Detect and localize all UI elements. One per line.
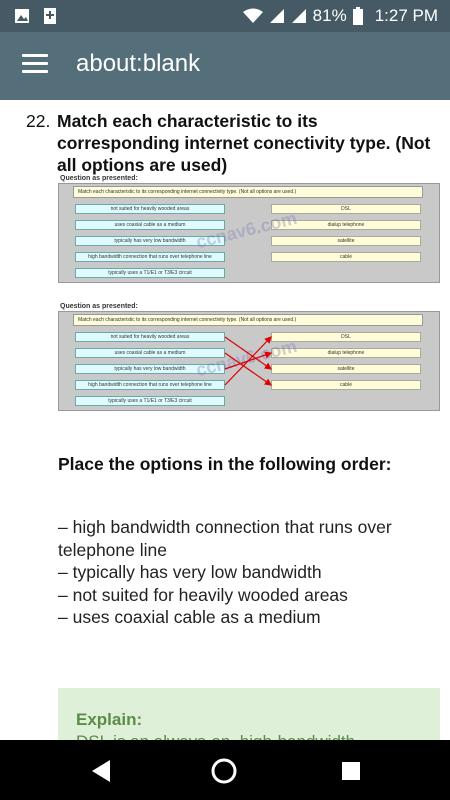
instruction-bar: Match each characteristic to its corresp… (73, 186, 423, 198)
option-item: not suited for heavily wooded areas (75, 332, 225, 342)
wifi-icon (242, 8, 263, 23)
option-item: typically uses a T1/E1 or T3/E3 circuit (75, 396, 225, 406)
status-bar: 81% 1:27 PM (0, 0, 450, 32)
page-content[interactable]: 22. Match each characteristic to its cor… (0, 100, 450, 740)
cell-signal-icon (269, 9, 284, 23)
back-icon[interactable] (86, 756, 116, 786)
cell-signal-2-icon (291, 9, 306, 23)
matching-panel: Match each characteristic to its corresp… (58, 183, 440, 283)
target-item: DSL (271, 204, 421, 214)
clock: 1:27 PM (374, 6, 438, 25)
answer-item: – typically has very low bandwidth (58, 562, 322, 582)
answer-list: – high bandwidth connection that runs ov… (58, 516, 438, 629)
battery-percent: 81% (312, 6, 347, 25)
match-arrow (224, 352, 272, 386)
navigation-bar (0, 740, 450, 800)
answer-item: – high bandwidth connection that runs ov… (58, 517, 392, 560)
explain-title: Explain: (76, 710, 143, 729)
option-item: typically has very low bandwidth (75, 236, 225, 246)
answer-heading: Place the options in the following order… (58, 454, 392, 474)
option-item: not suited for heavily wooded areas (75, 204, 225, 214)
matching-panel: Match each characteristic to its corresp… (58, 311, 440, 411)
target-item: satellite (271, 236, 421, 246)
page-url-title: about:blank (76, 50, 201, 77)
app-bar: about:blank (0, 32, 450, 100)
image-caption: Question as presented: (60, 303, 138, 310)
option-item: high bandwidth connection that runs over… (75, 380, 225, 390)
home-icon[interactable] (209, 756, 239, 786)
option-item: typically has very low bandwidth (75, 364, 225, 374)
match-arrows (224, 336, 273, 386)
question-text: Match each characteristic to its corresp… (57, 111, 431, 175)
match-arrow (224, 336, 272, 386)
explain-box: Explain: DSL is an always-on, high-bandw… (58, 688, 440, 740)
watermark: ccnav6.com (193, 207, 299, 253)
explain-text: DSL is an always-on, high-bandwidth (76, 732, 355, 740)
image-caption: Question as presented: (60, 175, 138, 182)
option-item: typically uses a T1/E1 or T3/E3 circuit (75, 268, 225, 278)
answer-item: – not suited for heavily wooded areas (58, 584, 348, 605)
hamburger-menu-icon[interactable] (22, 54, 48, 76)
recents-icon[interactable] (336, 756, 366, 786)
battery-icon (352, 7, 363, 25)
option-item: high bandwidth connection that runs over… (75, 252, 225, 262)
match-arrow (224, 336, 272, 370)
answer-item: – uses coaxial cable as a medium (58, 607, 321, 627)
question-number: 22. (26, 111, 51, 131)
download-notification-icon (44, 8, 56, 24)
option-item: uses coaxial cable as a medium (75, 220, 225, 230)
target-item: cable (271, 252, 421, 262)
question: 22. Match each characteristic to its cor… (26, 110, 440, 176)
answer-image: Question as presented: Match each charac… (58, 303, 440, 415)
option-item: uses coaxial cable as a medium (75, 348, 225, 358)
target-item: dialup telephone (271, 220, 421, 230)
question-image: Question as presented: Match each charac… (58, 175, 440, 287)
instruction-bar: Match each characteristic to its corresp… (73, 314, 423, 326)
gallery-notification-icon (15, 9, 29, 23)
